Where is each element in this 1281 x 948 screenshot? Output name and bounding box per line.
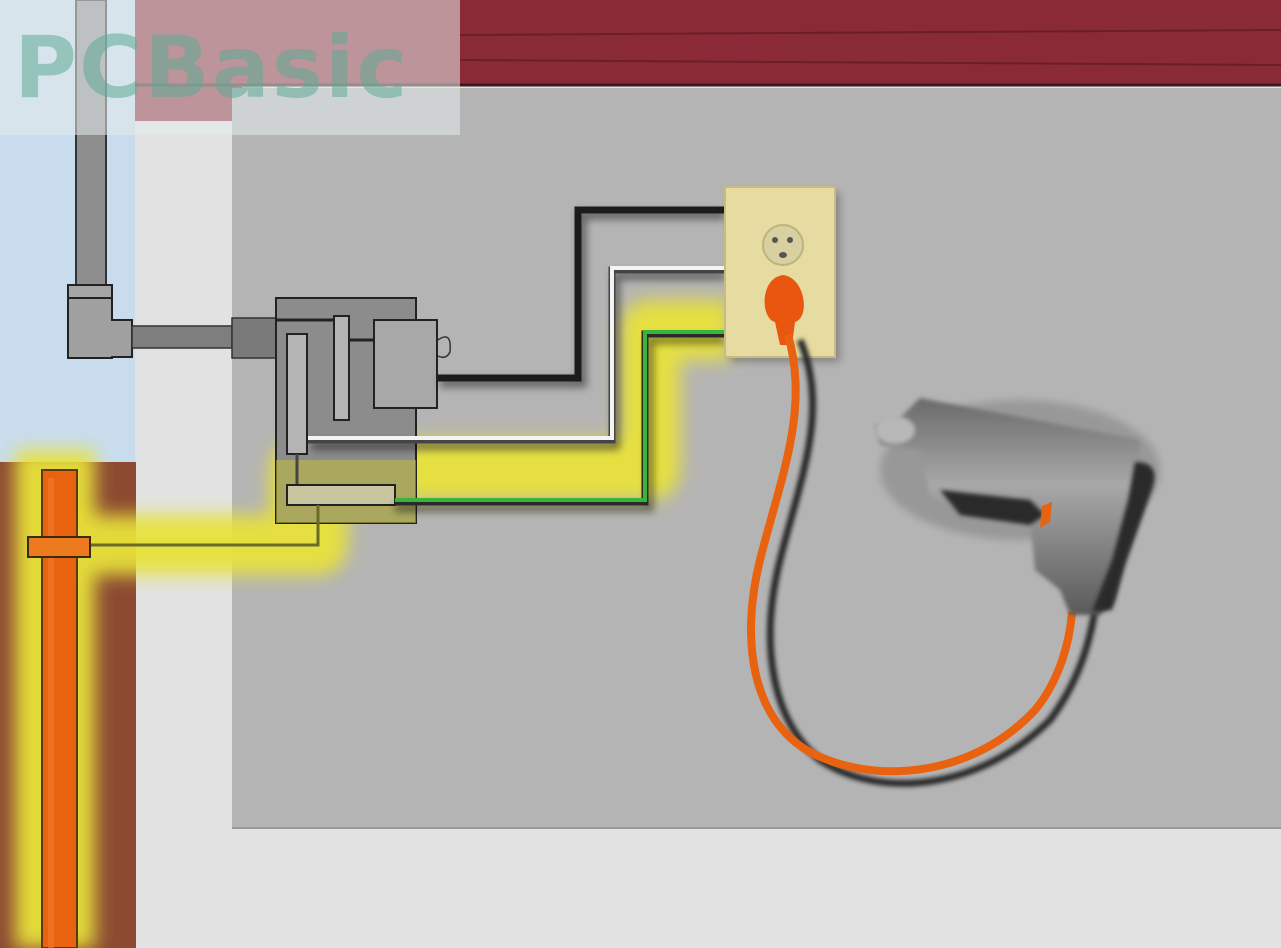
breaker-panel — [275, 297, 451, 524]
neutral-bus — [286, 333, 308, 455]
drill-cord — [747, 333, 1076, 776]
ground-bar — [286, 484, 396, 506]
grounding-electrode-conductor — [90, 505, 320, 547]
watermark: PCBasic — [0, 0, 460, 135]
power-drill — [875, 398, 1160, 615]
plug — [764, 275, 804, 345]
hot-bus — [333, 315, 350, 421]
breaker — [373, 319, 438, 409]
ground-wire — [395, 330, 725, 502]
wall-outlet — [724, 186, 840, 362]
ground-clamp — [27, 536, 91, 558]
hot-wire — [438, 206, 725, 382]
watermark-text: PCBasic — [14, 17, 410, 118]
conduit-elbow — [67, 297, 133, 359]
neutral-wire — [308, 266, 725, 440]
